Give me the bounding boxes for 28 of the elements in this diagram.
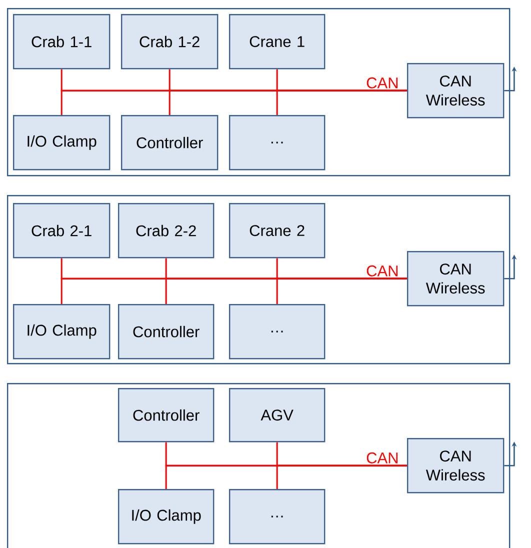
device-box: Crane 2 bbox=[229, 203, 326, 258]
network-panel bbox=[7, 8, 510, 176]
device-box: Controller bbox=[121, 115, 218, 170]
device-box: … bbox=[229, 304, 326, 360]
device-box: Crab 1-1 bbox=[13, 14, 110, 70]
device-box: Controller bbox=[118, 388, 214, 442]
device-box: Crab 1-2 bbox=[121, 14, 218, 70]
device-box: … bbox=[229, 115, 326, 170]
device-box: Crane 1 bbox=[229, 14, 326, 70]
device-box: Crab 2-1 bbox=[13, 203, 110, 258]
device-box: Crab 2-2 bbox=[118, 203, 214, 258]
device-box: I/O Clamp bbox=[118, 489, 214, 544]
device-box: CAN Wireless bbox=[407, 251, 504, 306]
network-panel bbox=[7, 195, 510, 364]
bus-line bbox=[276, 90, 407, 115]
device-box: AGV bbox=[229, 388, 326, 442]
device-box: … bbox=[229, 489, 326, 544]
edge-label: CAN bbox=[366, 265, 398, 276]
device-box: CAN Wireless bbox=[407, 63, 504, 118]
device-box: CAN Wireless bbox=[407, 438, 504, 494]
edge-label: CAN bbox=[366, 77, 398, 88]
device-box: I/O Clamp bbox=[13, 115, 110, 170]
device-box: I/O Clamp bbox=[13, 304, 110, 360]
bus-line bbox=[276, 464, 407, 489]
network-panel bbox=[7, 383, 510, 548]
bus-line bbox=[276, 278, 407, 304]
edge-label: CAN bbox=[366, 452, 398, 464]
device-box: Controller bbox=[118, 304, 214, 360]
